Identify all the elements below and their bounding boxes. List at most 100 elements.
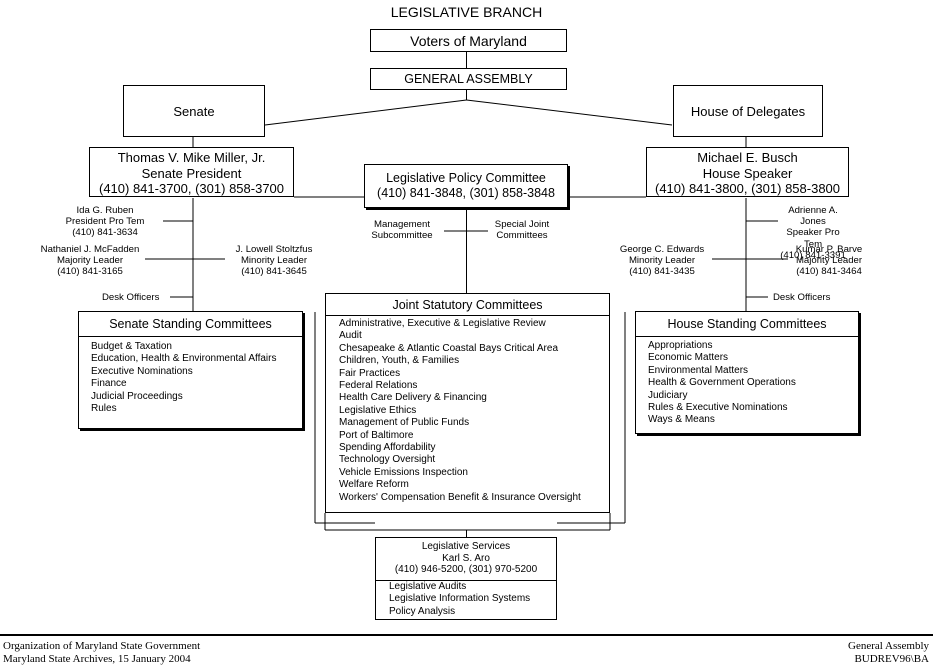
senate-standing-title: Senate Standing Committees: [79, 312, 302, 337]
senate-president-role: Senate President: [141, 165, 242, 181]
house-standing-committees: House Standing Committees Appropriations…: [635, 311, 859, 434]
list-item: Children, Youth, & Families: [339, 355, 460, 367]
footer-left-line2: Maryland State Archives, 15 January 2004: [3, 653, 191, 665]
voters-box: Voters of Maryland: [370, 29, 567, 52]
senate-president-phone: (410) 841-3700, (301) 858-3700: [98, 181, 285, 196]
list-item: Health & Government Operations: [648, 377, 796, 389]
house-pro-tem-role: Speaker Pro Tem: [786, 227, 840, 250]
house-speaker-box: Michael E. Busch House Speaker (410) 841…: [646, 147, 849, 197]
house-speaker-name: Michael E. Busch: [697, 150, 798, 165]
senate-pro-tem-role: President Pro Tem: [65, 216, 145, 228]
list-item: Economic Matters: [648, 352, 729, 364]
list-item: Judiciary: [648, 389, 688, 401]
list-item: Rules & Executive Nominations: [648, 402, 788, 414]
list-item: Management of Public Funds: [339, 417, 470, 429]
list-item: Vehicle Emissions Inspection: [339, 466, 468, 478]
general-assembly-box: GENERAL ASSEMBLY: [370, 68, 567, 90]
voters-label: Voters of Maryland: [410, 33, 527, 49]
management-line1: Management: [374, 219, 430, 230]
list-item: Federal Relations: [339, 380, 418, 392]
list-item: Ways & Means: [648, 414, 715, 426]
list-item: Administrative, Executive & Legislative …: [339, 318, 546, 329]
senate-minority-phone: (410) 841-3645: [241, 266, 307, 278]
management-subcommittee: Management Subcommittee: [360, 219, 444, 241]
list-item: Education, Health & Environmental Affair…: [91, 353, 277, 365]
joint-statutory-title: Joint Statutory Committees: [326, 294, 609, 316]
list-item: Legislative Information Systems: [389, 593, 531, 605]
house-speaker-phone: (410) 841-3800, (301) 858-3800: [654, 181, 841, 196]
legislative-services-phone: (410) 946-5200, (301) 970-5200: [394, 564, 538, 575]
senate-majority-leader: Nathaniel J. McFadden Majority Leader (4…: [40, 244, 140, 278]
legislative-services-director: Karl S. Aro: [442, 552, 490, 564]
footer-right-line1: General Assembly: [848, 640, 929, 652]
list-item: Legislative Ethics: [339, 404, 417, 416]
special-line1: Special Joint: [494, 219, 550, 230]
house-minority-role: Minority Leader: [628, 255, 696, 267]
house-majority-role: Majority Leader: [795, 255, 863, 267]
list-item: Rules: [91, 403, 117, 415]
footer-right: General Assembly BUDREV96\BA: [848, 640, 929, 666]
list-item: Audit: [339, 330, 362, 342]
house-pro-tem: Adrienne A. Jones Speaker Pro Tem (410) …: [778, 205, 848, 261]
house-majority-leader: Kumar P. Barve Majority Leader (410) 841…: [784, 244, 874, 278]
house-standing-list: Appropriations Economic Matters Environm…: [636, 337, 858, 427]
senate-box: Senate: [123, 85, 265, 137]
senate-president-name: Thomas V. Mike Miller, Jr.: [117, 150, 266, 165]
footer-left-line1: Organization of Maryland State Governmen…: [3, 640, 201, 652]
senate-pro-tem: Ida G. Ruben President Pro Tem (410) 841…: [50, 205, 160, 239]
list-item: Chesapeake & Atlantic Coastal Bays Criti…: [339, 342, 558, 354]
list-item: Welfare Reform: [339, 479, 409, 491]
list-item: Workers' Compensation Benefit & Insuranc…: [339, 491, 581, 503]
senate-minority-name: J. Lowell Stoltzfus: [235, 244, 313, 255]
legislative-services-list: Legislative Audits Legislative Informati…: [376, 581, 556, 618]
joint-statutory-committees: Joint Statutory Committees Administrativ…: [325, 293, 610, 513]
senate-standing-committees: Senate Standing Committees Budget & Taxa…: [78, 311, 303, 429]
list-item: Finance: [91, 378, 127, 390]
list-item: Spending Affordability: [339, 442, 436, 454]
house-minority-leader: George C. Edwards Minority Leader (410) …: [612, 244, 712, 278]
list-item: Policy Analysis: [389, 605, 456, 617]
footer-left: Organization of Maryland State Governmen…: [3, 640, 200, 666]
house-pro-tem-name: Adrienne A. Jones: [788, 205, 838, 228]
senate-label: Senate: [173, 104, 215, 119]
house-minority-name: George C. Edwards: [619, 244, 705, 255]
senate-majority-role: Majority Leader: [56, 255, 124, 267]
policy-committee-phone: (410) 841-3848, (301) 858-3848: [377, 186, 555, 200]
footer-right-line2: BUDREV96\BA: [854, 653, 929, 665]
special-line2: Committees: [496, 230, 548, 242]
senate-majority-phone: (410) 841-3165: [57, 266, 123, 278]
list-item: Environmental Matters: [648, 364, 749, 376]
house-speaker-role: House Speaker: [702, 165, 793, 181]
list-item: Legislative Audits: [389, 581, 467, 592]
house-majority-name: Kumar P. Barve: [795, 244, 863, 255]
special-joint-committees: Special Joint Committees: [484, 219, 560, 241]
list-item: Appropriations: [648, 340, 713, 351]
list-item: Port of Baltimore: [339, 429, 414, 441]
legislative-services-header: Legislative Services Karl S. Aro (410) 9…: [376, 538, 556, 581]
house-pro-tem-phone: (410) 841-3391: [780, 249, 846, 261]
house-box: House of Delegates: [673, 85, 823, 137]
list-item: Technology Oversight: [339, 454, 436, 466]
list-item: Budget & Taxation: [91, 341, 172, 352]
house-desk-officers: Desk Officers: [773, 292, 831, 303]
senate-pro-tem-phone: (410) 841-3634: [72, 227, 138, 239]
general-assembly-label: GENERAL ASSEMBLY: [404, 72, 533, 86]
house-majority-phone: (410) 841-3464: [796, 266, 862, 278]
senate-pro-tem-name: Ida G. Ruben: [76, 205, 134, 216]
house-label: House of Delegates: [690, 104, 806, 119]
senate-minority-role: Minority Leader: [240, 255, 308, 267]
list-item: Judicial Proceedings: [91, 390, 183, 402]
page-title: LEGISLATIVE BRANCH: [390, 4, 543, 20]
senate-standing-list: Budget & Taxation Education, Health & En…: [79, 337, 302, 415]
senate-desk-officers: Desk Officers: [102, 292, 160, 303]
senate-minority-leader: J. Lowell Stoltzfus Minority Leader (410…: [222, 244, 326, 278]
joint-statutory-list: Administrative, Executive & Legislative …: [326, 316, 609, 504]
senate-president-box: Thomas V. Mike Miller, Jr. Senate Presid…: [89, 147, 294, 197]
house-standing-title: House Standing Committees: [636, 312, 858, 337]
list-item: Fair Practices: [339, 367, 401, 379]
senate-majority-name: Nathaniel J. McFadden: [40, 244, 140, 255]
legislative-services-title: Legislative Services: [421, 541, 511, 552]
list-item: Health Care Delivery & Financing: [339, 392, 487, 404]
policy-committee-box: Legislative Policy Committee (410) 841-3…: [364, 164, 568, 208]
